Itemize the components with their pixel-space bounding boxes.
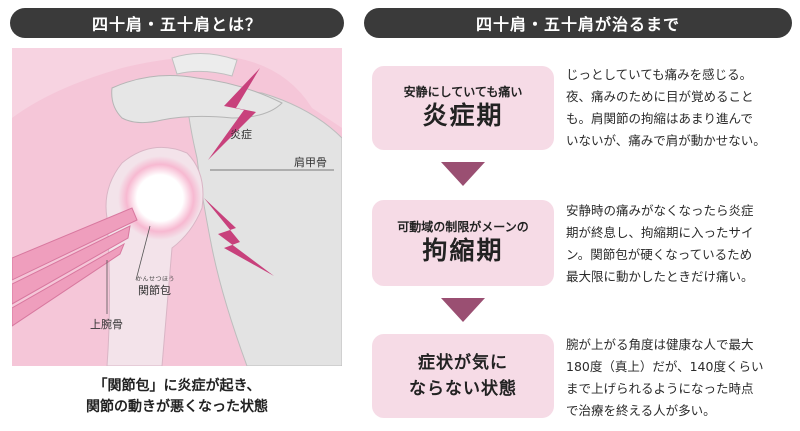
down-triangle-icon <box>441 298 485 322</box>
stage-box-inflammation: 安静にしていても痛い 炎症期 <box>372 66 554 150</box>
description-line: ン。関節包が硬くなっているため <box>566 247 753 262</box>
description-line: 最大限に動かしたときだけ痛い。 <box>566 269 754 284</box>
stage-description-contracture: 安静時の痛みがなくなったら炎症 期が終息し、拘縮期に入ったサイ ン。関節包が硬く… <box>566 200 794 288</box>
lightning-bolt-lower <box>204 198 274 276</box>
clavicle-shape <box>171 52 238 77</box>
label-scapula: 肩甲骨 <box>294 156 327 169</box>
stage-title: 炎症期 <box>422 101 504 130</box>
label-capsule-ruby: かんせつほう <box>136 276 176 283</box>
stage-title: 拘縮期 <box>422 236 504 265</box>
illustration-caption: 「関節包」に炎症が起き、 関節の動きが悪くなった状態 <box>12 376 342 418</box>
description-line: 腕が上がる角度は健康な人で最大 <box>566 337 754 352</box>
stage-description-recovery: 腕が上がる角度は健康な人で最大 180度（真上）だが、140度くらい まで上げら… <box>566 334 794 422</box>
lightning-bolt-upper <box>208 68 260 160</box>
muscle-fibres <box>12 207 138 327</box>
stage-title-line: ならない状態 <box>409 379 517 399</box>
description-line: 安静時の痛みがなくなったら炎症 <box>566 203 754 218</box>
leader-capsule <box>135 225 151 281</box>
label-capsule: 関節包 <box>138 284 171 297</box>
inflamed-capsule <box>118 156 202 240</box>
stage-box-contracture: 可動域の制限がメーンの 拘縮期 <box>372 200 554 286</box>
label-humerus: 上腕骨 <box>90 318 123 331</box>
shoulder-anatomy-drawing <box>12 48 342 366</box>
description-line: 夜、痛みのために目が覚めること <box>566 89 754 104</box>
caption-line: 「関節包」に炎症が起き、 <box>93 378 261 394</box>
stage-box-recovery: 症状が気に ならない状態 <box>372 334 554 418</box>
description-line: 期が終息し、拘縮期に入ったサイ <box>566 225 754 240</box>
caption-line: 関節の動きが悪くなった状態 <box>86 399 268 415</box>
description-line: じっとしていても痛みを感じる。 <box>566 67 753 82</box>
stage-description-inflammation: じっとしていても痛みを感じる。 夜、痛みのために目が覚めること も。肩関節の拘縮… <box>566 64 794 152</box>
section-title-recovery: 四十肩・五十肩が治るまで <box>364 8 792 38</box>
description-line: まで上げられるようになった時点 <box>566 381 754 396</box>
description-line: 180度（真上）だが、140度くらい <box>566 359 764 374</box>
stage-subtitle: 可動域の制限がメーンの <box>397 220 529 234</box>
shoulder-illustration: 炎症 肩甲骨 かんせつほう 関節包 上腕骨 <box>12 48 342 366</box>
description-line: いないが、痛みで肩が動かせない。 <box>566 133 766 148</box>
scapula-shape <box>186 91 342 366</box>
label-inflammation: 炎症 <box>230 128 252 141</box>
acromion-shape <box>111 75 283 124</box>
stage-subtitle: 安静にしていても痛い <box>403 85 523 99</box>
stage-title-line: 症状が気に <box>418 353 508 373</box>
section-title-what-is: 四十肩・五十肩とは？ <box>10 8 344 38</box>
description-line: で治療を終える人が多い。 <box>566 403 716 418</box>
description-line: も。肩関節の拘縮はあまり進んで <box>566 111 753 126</box>
down-triangle-icon <box>441 162 485 186</box>
